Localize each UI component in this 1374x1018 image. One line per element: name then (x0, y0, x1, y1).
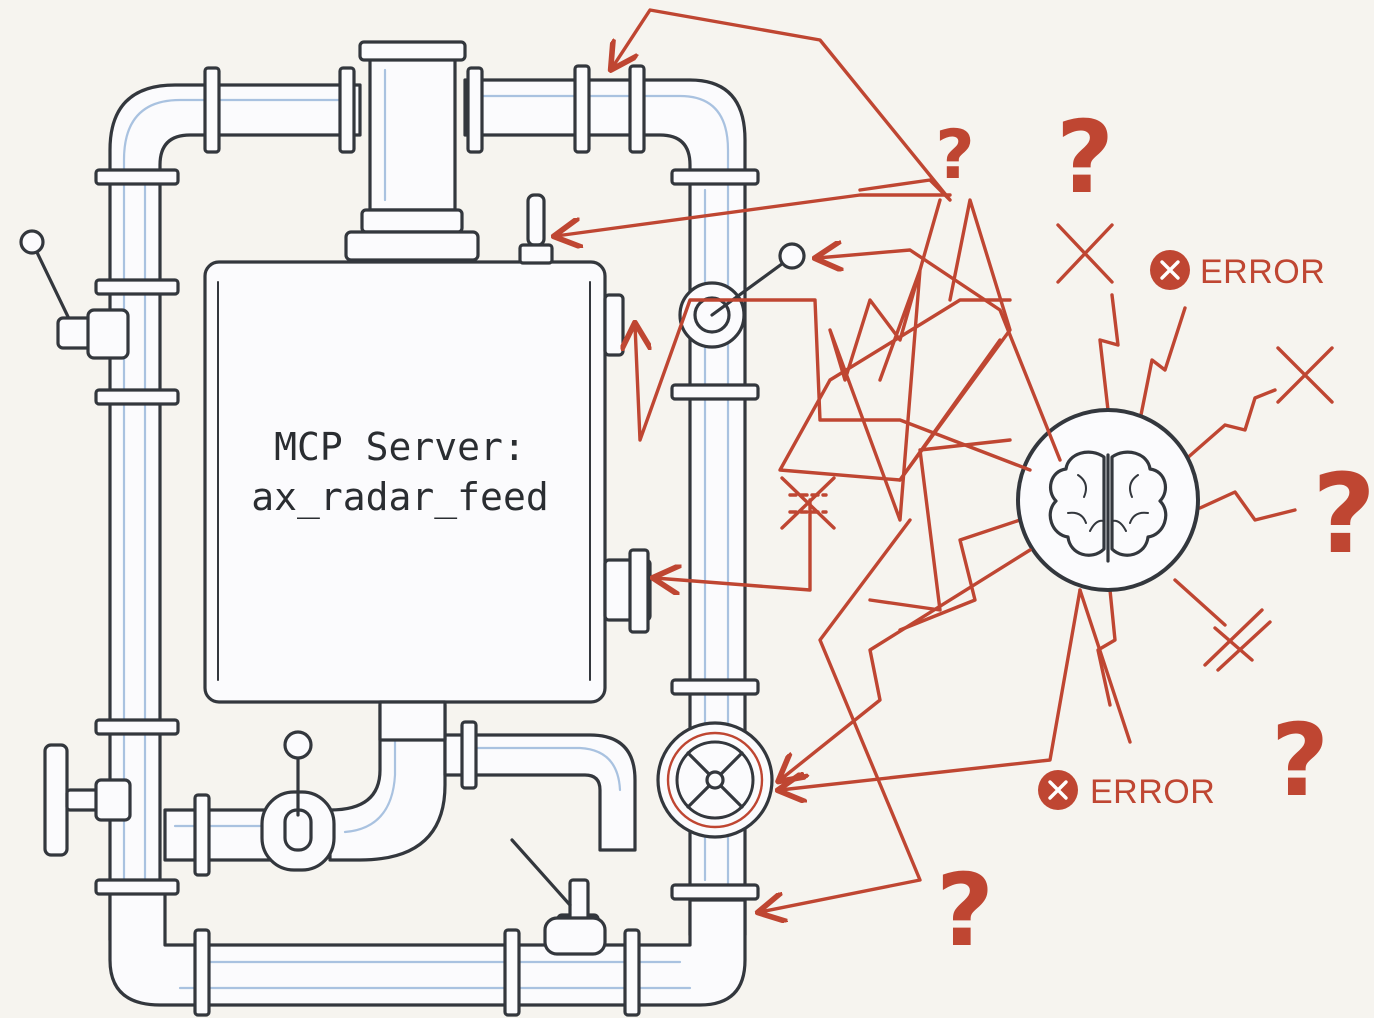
error-label: ERROR (1090, 773, 1215, 811)
question-mark-icon: ? (935, 116, 974, 195)
x-mark-icon (1056, 223, 1114, 284)
error-badge-top: ERROR (1150, 250, 1325, 291)
tangled-arrows (556, 8, 1082, 912)
error-badge-bottom: ERROR (1038, 770, 1215, 811)
bottom-right-lever-handle-icon (510, 838, 607, 956)
question-mark-icon: ? (936, 852, 994, 969)
mcp-server-tank: MCP Server: ax_radar_feed (203, 193, 652, 742)
server-name: ax_radar_feed (251, 475, 548, 520)
valves (19, 229, 806, 956)
error-x-circle-icon (1038, 770, 1078, 810)
question-mark-icon: ? (1056, 99, 1114, 216)
broken-node-x-icon (780, 476, 836, 530)
bottom-lever-handle-icon (260, 730, 336, 872)
left-valve-wheel-icon (43, 743, 132, 857)
spike-lines (898, 293, 1297, 744)
left-lever-handle-icon (19, 229, 130, 360)
brain-node (898, 293, 1297, 744)
brain-icon (1048, 450, 1168, 563)
question-marks: ? ? ? ? ? (935, 99, 1374, 969)
bottom-right-broken-x-icon (1203, 608, 1272, 672)
x-marks (1056, 223, 1334, 404)
valve-wheel-icon (656, 721, 774, 839)
error-x-circle-icon (1150, 250, 1190, 290)
error-label: ERROR (1200, 253, 1325, 291)
question-mark-icon: ? (1312, 450, 1374, 578)
x-mark-icon (1276, 346, 1334, 404)
pipe-network (94, 40, 760, 1017)
question-mark-icon: ? (1271, 702, 1329, 819)
server-title: MCP Server: (274, 425, 526, 469)
